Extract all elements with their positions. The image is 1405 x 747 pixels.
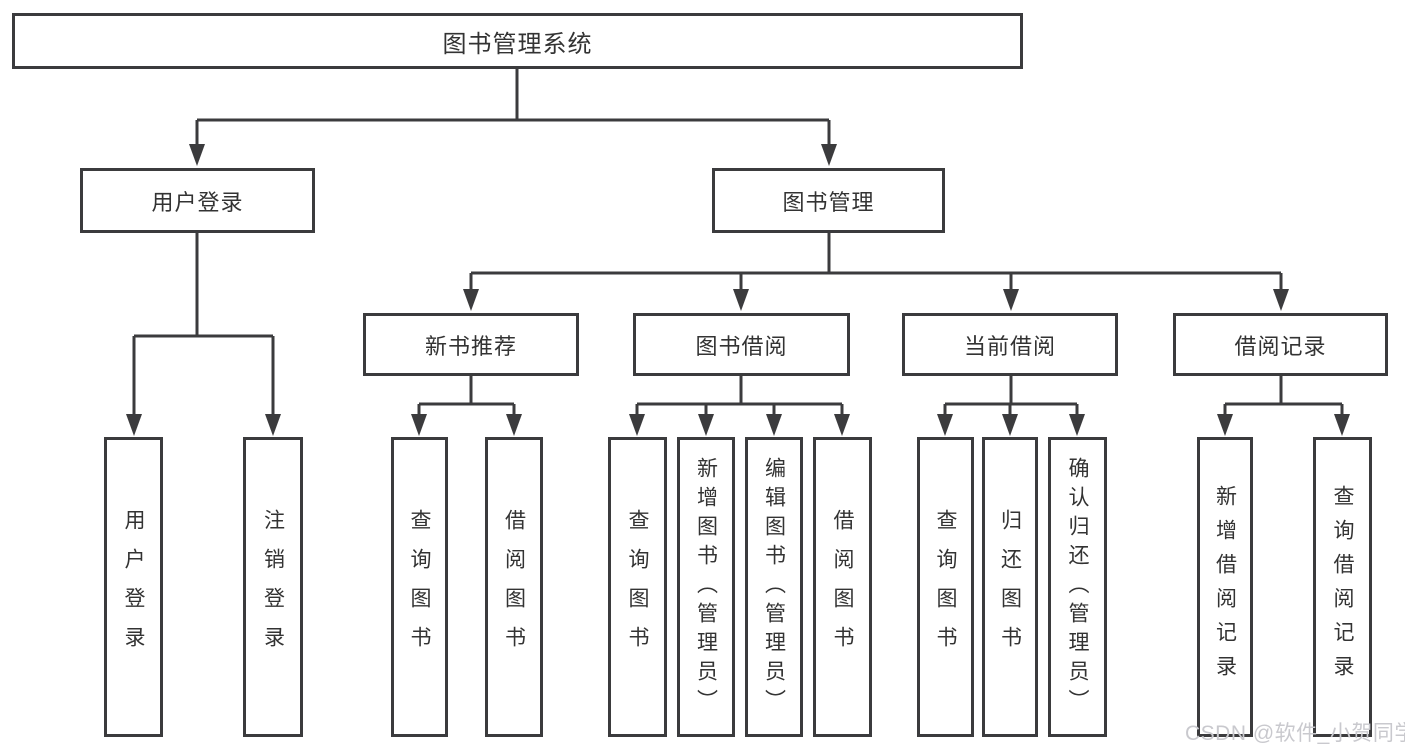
leaf-query-borrow-record: 查询借阅记录 (1313, 437, 1372, 737)
arrowhead (766, 414, 782, 436)
arrowhead (1003, 289, 1019, 311)
leaf-add-borrow-record: 新增借阅记录 (1197, 437, 1253, 737)
arrowheads (126, 144, 1350, 436)
node-book-management-label: 图书管理 (782, 189, 875, 215)
connector-current-borrow-branch (943, 376, 1079, 420)
arrowhead (834, 414, 850, 436)
node-book-borrow: 图书借阅 (633, 313, 850, 376)
arrowhead (698, 414, 714, 436)
leaf-label: 用户登录 (122, 509, 145, 665)
node-book-management: 图书管理 (712, 168, 945, 233)
arrowhead (265, 414, 281, 436)
connector-lines (132, 69, 1344, 420)
leaf-edit-books-admin: 编辑图书（管理员） (745, 437, 803, 737)
connector-root-to-level2 (195, 69, 831, 150)
arrowhead (1069, 414, 1085, 436)
leaf-borrow-books-recommend: 借阅图书 (485, 437, 543, 737)
leaf-query-books-borrow: 查询图书 (608, 437, 667, 737)
leaf-user-login: 用户登录 (104, 437, 163, 737)
leaf-return-books: 归还图书 (982, 437, 1038, 737)
arrowhead (463, 289, 479, 311)
leaf-label: 查询图书 (934, 509, 957, 665)
leaf-label: 编辑图书（管理员） (762, 456, 786, 718)
arrowhead (1002, 414, 1018, 436)
arrowhead (937, 414, 953, 436)
leaf-query-books-current: 查询图书 (917, 437, 974, 737)
connector-user-login-branch (132, 233, 275, 420)
arrowhead (1334, 414, 1350, 436)
connector-borrow-records-branch (1223, 376, 1344, 420)
leaf-label: 查询图书 (626, 509, 649, 665)
arrowhead (126, 414, 142, 436)
leaf-label: 新增借阅记录 (1213, 485, 1237, 689)
leaf-query-books-recommend: 查询图书 (391, 437, 448, 737)
leaf-label: 借阅图书 (831, 509, 854, 665)
arrowhead (733, 289, 749, 311)
leaf-add-books-admin: 新增图书（管理员） (677, 437, 735, 737)
node-root-label: 图书管理系统 (442, 30, 593, 58)
node-current-borrow-label: 当前借阅 (963, 333, 1056, 359)
watermark-text: CSDN @软件_小贺同学 (1185, 722, 1405, 745)
connector-book-borrow-branch (635, 376, 844, 420)
leaf-label: 注销登录 (261, 509, 285, 665)
arrowhead (821, 144, 837, 166)
connector-new-books-branch (417, 376, 516, 420)
node-user-login-label: 用户登录 (151, 189, 244, 215)
arrowhead (629, 414, 645, 436)
node-root: 图书管理系统 (12, 13, 1023, 69)
leaf-label: 借阅图书 (502, 509, 526, 665)
leaf-label: 新增图书（管理员） (694, 456, 718, 718)
node-borrow-records-label: 借阅记录 (1234, 333, 1327, 359)
connector-book-management-branch (469, 233, 1283, 295)
leaf-logout: 注销登录 (243, 437, 303, 737)
node-current-borrow: 当前借阅 (902, 313, 1118, 376)
node-book-borrow-label: 图书借阅 (695, 333, 788, 359)
node-user-login: 用户登录 (80, 168, 315, 233)
node-new-book-recommend-label: 新书推荐 (424, 333, 517, 359)
leaf-label: 归还图书 (998, 509, 1022, 665)
leaf-label: 查询图书 (408, 509, 431, 665)
node-new-book-recommend: 新书推荐 (363, 313, 579, 376)
arrowhead (506, 414, 522, 436)
leaf-borrow-books: 借阅图书 (813, 437, 872, 737)
leaf-confirm-return-admin: 确认归还（管理员） (1048, 437, 1107, 737)
arrowhead (1217, 414, 1233, 436)
leaf-label: 确认归还（管理员） (1066, 456, 1089, 718)
arrowhead (1273, 289, 1289, 311)
leaf-label: 查询借阅记录 (1331, 485, 1354, 689)
arrowhead (411, 414, 427, 436)
arrowhead (189, 144, 205, 166)
node-borrow-records: 借阅记录 (1173, 313, 1388, 376)
